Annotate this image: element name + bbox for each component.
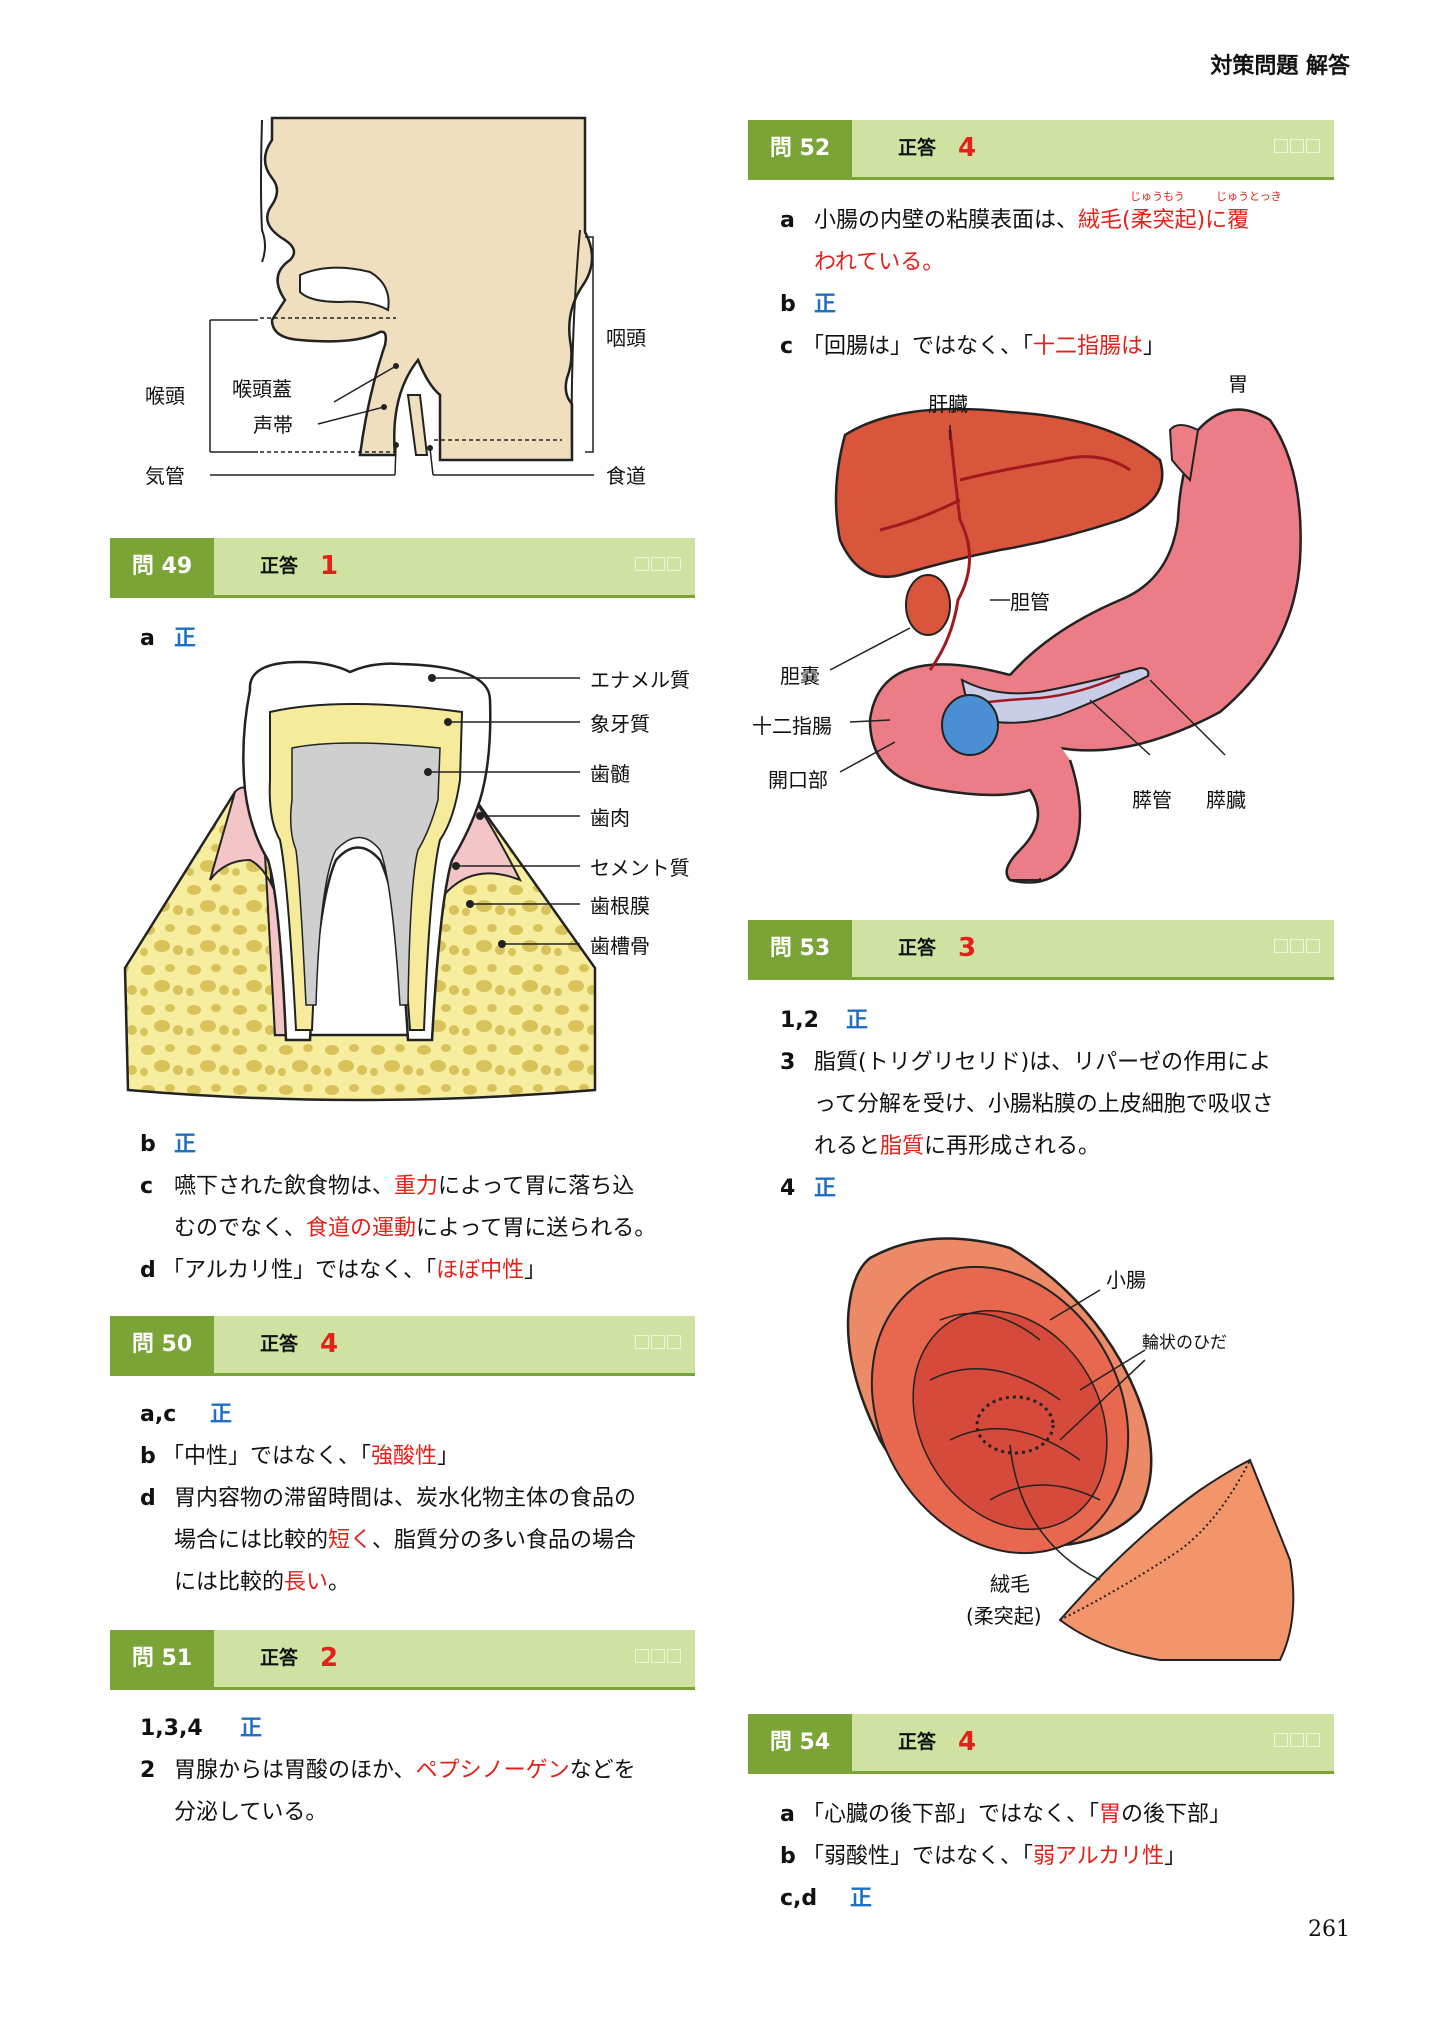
question-52-bar: 問 52 正答 4	[748, 120, 1334, 180]
ruby-juutokki: じゅうとっき	[1216, 190, 1282, 203]
question-number: 問 52	[748, 120, 852, 177]
answer-value: 2	[320, 1643, 339, 1673]
pharynx-label: 咽頭	[606, 326, 646, 350]
answer-value: 4	[958, 133, 977, 163]
bile-duct-label: 胆管	[1010, 590, 1050, 614]
small-intestine-label: 小腸	[1106, 1268, 1146, 1292]
question-number: 問 54	[748, 1714, 852, 1771]
liver-label: 肝臓	[928, 392, 968, 416]
running-header: 対策問題 解答	[1210, 54, 1350, 79]
question-number: 問 50	[110, 1316, 214, 1373]
villi-sub-label: (柔突起)	[966, 1604, 1042, 1628]
question-49-bar: 問 49 正答 1	[110, 538, 695, 598]
answer-label: 正答	[898, 937, 937, 959]
dentin-label: 象牙質	[590, 712, 650, 736]
check-boxes[interactable]	[1274, 139, 1320, 153]
question-number: 問 49	[110, 538, 214, 595]
epiglottis-label: 喉頭蓋	[232, 377, 292, 401]
answer-value: 3	[958, 933, 977, 963]
answer-value: 4	[958, 1727, 977, 1757]
question-50-bar: 問 50 正答 4	[110, 1316, 695, 1376]
duodenum-label: 十二指腸	[752, 714, 832, 738]
answer-label: 正答	[260, 1647, 299, 1669]
trachea-label: 気管	[145, 464, 185, 488]
stomach-label: 胃	[1228, 372, 1248, 396]
question-54-bar: 問 54 正答 4	[748, 1714, 1334, 1774]
question-number: 問 53	[748, 920, 852, 977]
answer-label: 正答	[898, 137, 937, 159]
circular-folds-label: 輪状のひだ	[1142, 1333, 1227, 1353]
pancreatic-duct-label: 膵管	[1132, 788, 1172, 812]
answer-label: 正答	[898, 1731, 937, 1753]
pulp-label: 歯髄	[590, 762, 630, 786]
gallbladder-label: 胆嚢	[780, 664, 820, 688]
villi-label: 絨毛	[990, 1572, 1030, 1596]
check-boxes[interactable]	[635, 1335, 681, 1349]
answer-label: 正答	[260, 555, 299, 577]
check-boxes[interactable]	[635, 557, 681, 571]
question-number: 問 51	[110, 1630, 214, 1687]
answer-value: 1	[320, 551, 339, 581]
question-53-bar: 問 53 正答 3	[748, 920, 1334, 980]
vocal-cord-label: 声帯	[253, 413, 293, 437]
check-boxes[interactable]	[635, 1649, 681, 1663]
page-number: 261	[1308, 1917, 1350, 1942]
opening-label: 開口部	[768, 768, 828, 792]
gum-label: 歯肉	[590, 806, 630, 830]
ruby-juumou: じゅうもう	[1130, 190, 1185, 203]
larynx-label: 喉頭	[145, 384, 185, 408]
alveolar-bone-label: 歯槽骨	[590, 934, 650, 958]
answer-value: 4	[320, 1329, 339, 1359]
check-boxes[interactable]	[1274, 1733, 1320, 1747]
check-boxes[interactable]	[1274, 939, 1320, 953]
esophagus-label: 食道	[606, 464, 646, 488]
cementum-label: セメント質	[590, 856, 690, 880]
answer-label: 正答	[260, 1333, 299, 1355]
question-51-bar: 問 51 正答 2	[110, 1630, 695, 1690]
pancreas-label: 膵臓	[1206, 788, 1246, 812]
ligament-label: 歯根膜	[590, 894, 650, 918]
enamel-label: エナメル質	[590, 668, 690, 692]
